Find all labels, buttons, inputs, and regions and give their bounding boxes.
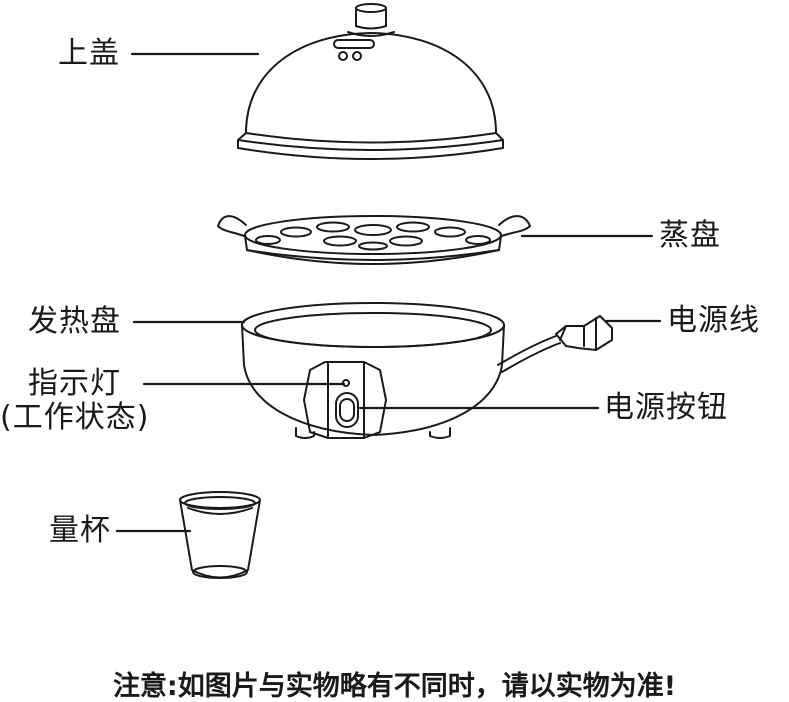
- lid-drawing: [237, 3, 504, 160]
- label-lid: 上盖: [58, 36, 120, 71]
- leader-lines: [115, 52, 662, 533]
- steam-tray-drawing: [217, 215, 531, 265]
- label-indicator: 指示灯: [28, 366, 121, 401]
- measuring-cup-drawing: [179, 491, 261, 579]
- disclaimer-note: 注意:如图片与实物略有不同时，请以实物为准!: [112, 671, 677, 702]
- label-heating-plate: 发热盘: [28, 304, 121, 339]
- label-power-cord: 电源线: [667, 303, 760, 338]
- label-power-button: 电源按钮: [604, 390, 728, 425]
- label-measuring-cup: 量杯: [49, 513, 111, 548]
- heating-base-drawing: [241, 302, 613, 439]
- label-indicator-status: (工作状态): [0, 400, 150, 435]
- label-steam-tray: 蒸盘: [659, 218, 721, 253]
